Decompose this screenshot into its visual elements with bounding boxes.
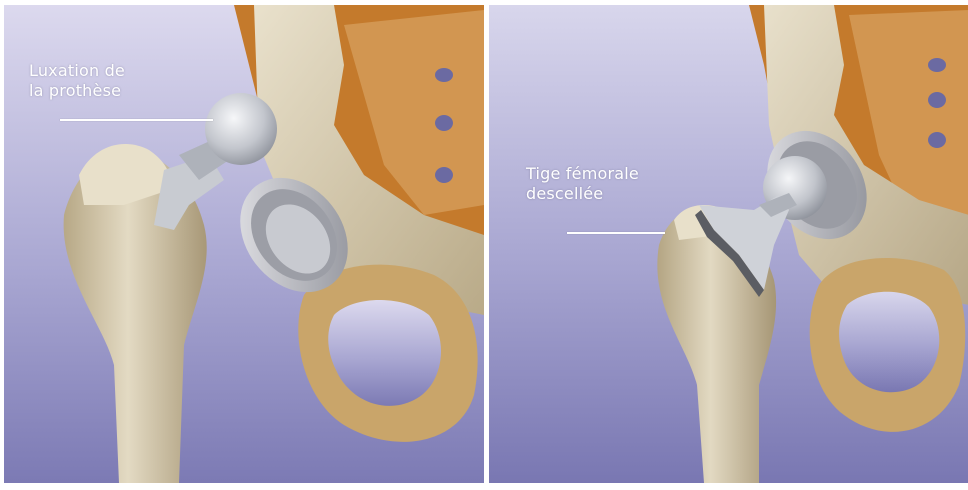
panel-loosened-stem: Tige fémorale descellée [489,5,968,483]
loosened-stem-pointer-line [567,232,665,234]
dislocation-caption-line-2: la prothèse [29,81,125,101]
dislocation-caption: Luxation de la prothèse [29,61,125,101]
loosened-stem-caption: Tige fémorale descellée [526,164,639,204]
loosened-stem-caption-line-2: descellée [526,184,639,204]
panel-dislocation: Luxation de la prothèse [4,5,484,483]
loosened-stem-illustration [489,5,968,483]
dislocation-pointer-line [60,119,213,121]
dislocation-caption-line-1: Luxation de [29,61,125,81]
loosened-stem-caption-line-1: Tige fémorale [526,164,639,184]
